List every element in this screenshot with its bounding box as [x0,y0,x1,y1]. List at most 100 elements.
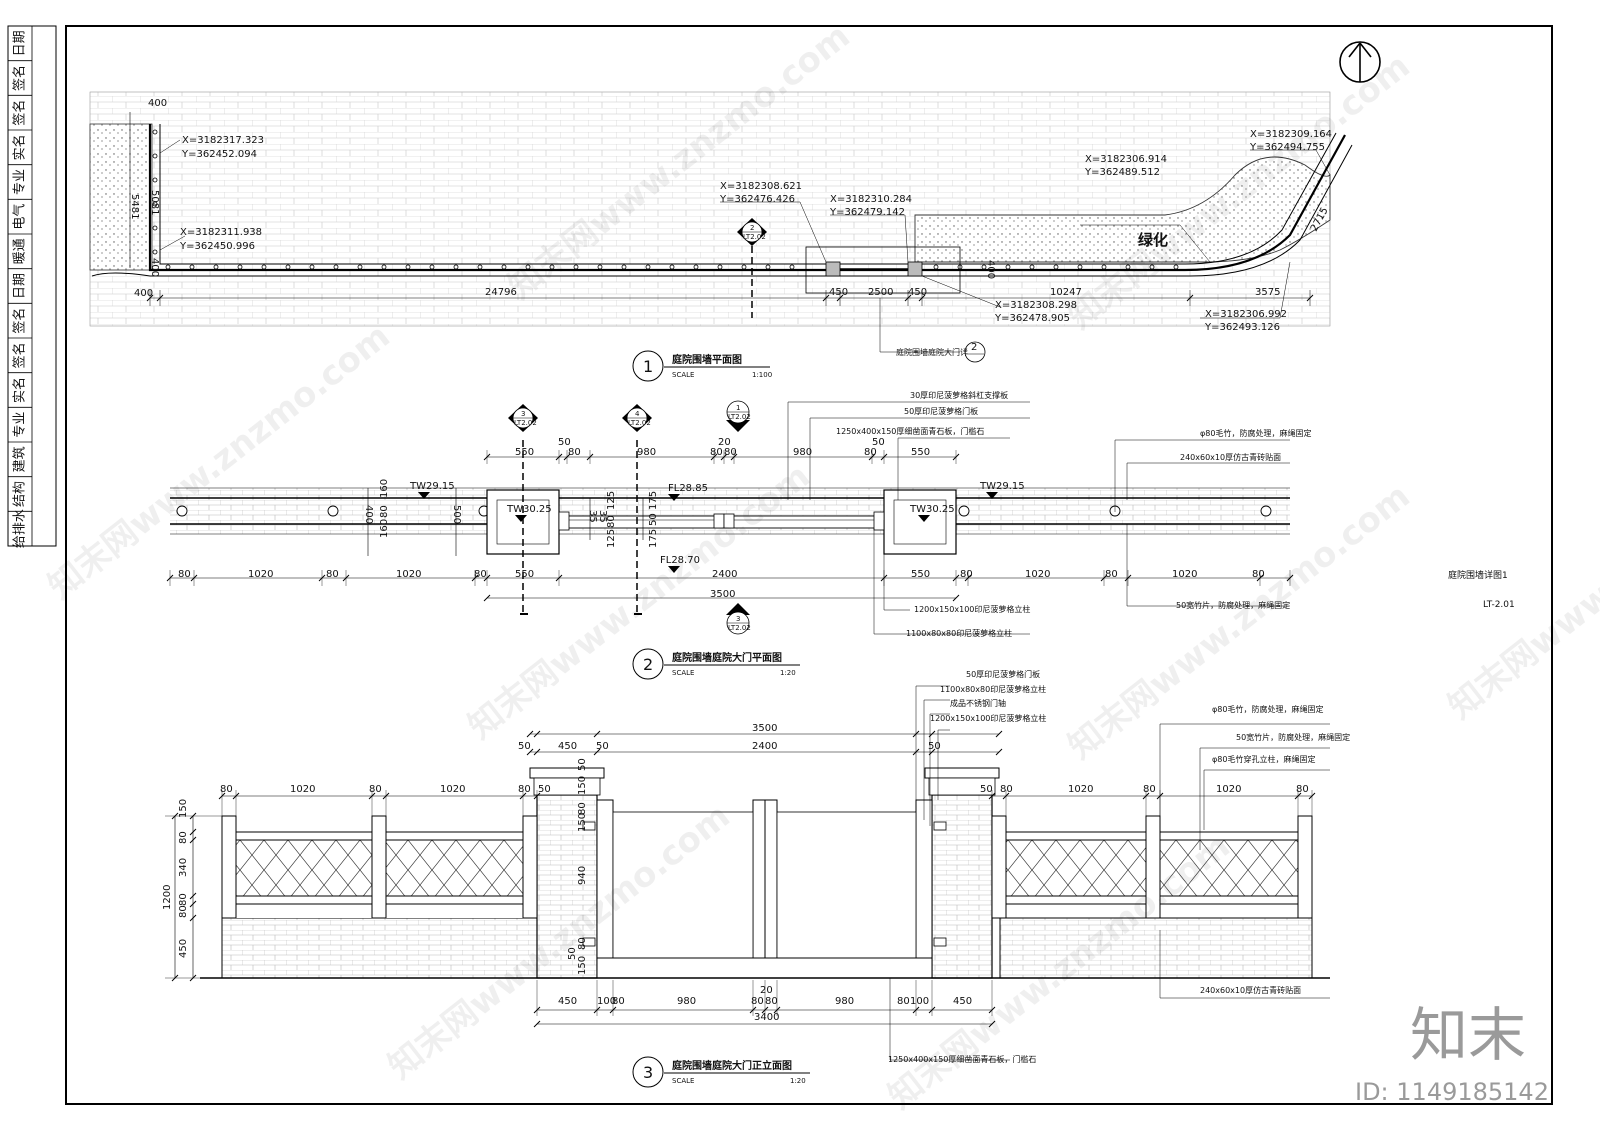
svg-text:80: 80 [220,784,233,795]
sidebar-label: 专业 [13,412,28,438]
elev3-notes: 50厚印尼菠萝格门板 1100x80x80印尼菠萝格立柱 成品不锈钢门轴 120… [888,669,1350,1064]
fence-post [933,264,939,270]
fence-post [189,264,195,270]
fence-post [237,264,243,270]
svg-text:LT2.02: LT2.02 [728,413,751,421]
sheet-border [65,25,1553,1105]
plan2-notes: 30厚印尼菠萝格斜杠支撑板 50厚印尼菠萝格门板 1250x400x150厚细凿… [836,390,1311,638]
svg-text:80: 80 [897,996,910,1007]
fence-post [1125,264,1131,270]
fence-post [1173,264,1179,270]
coord-x: X=3182306.992 [1205,309,1287,320]
svg-text:3575: 3575 [1255,287,1280,298]
coord-x: X=3182309.164 [1250,129,1332,140]
svg-text:50: 50 [538,784,551,795]
fence-post [693,264,699,270]
svg-text:80: 80 [178,893,189,906]
svg-text:400: 400 [149,258,160,277]
fence-post [213,264,219,270]
svg-text:1100x80x80印尼菠萝格立柱: 1100x80x80印尼菠萝格立柱 [940,684,1046,694]
svg-text:100: 100 [597,996,616,1007]
bamboo-post [176,505,188,517]
svg-text:1200x150x100印尼菠萝格立柱: 1200x150x100印尼菠萝格立柱 [914,604,1030,614]
svg-text:80: 80 [178,569,191,580]
plan2-section-markers: 3 LT2.02 4 LT2.02 1 LT2.02 3 LT2.02 [508,400,751,635]
coord-y: Y=362479.142 [829,207,905,218]
watermark-id: ID: 1149185142 [1355,1078,1549,1106]
svg-text:50宽竹片，防腐处理，麻绳固定: 50宽竹片，防腐处理，麻绳固定 [1236,732,1350,742]
svg-text:1020: 1020 [290,784,315,795]
svg-text:2400: 2400 [712,569,737,580]
fence-post [152,177,158,183]
svg-text:150: 150 [577,776,588,795]
svg-text:175: 175 [648,491,659,510]
fence-post [165,264,171,270]
svg-text:TW30.25: TW30.25 [909,504,955,515]
svg-text:5081: 5081 [149,190,160,215]
watermark-logo: 知末 [1410,1001,1526,1069]
plan2-title-block: 2 庭院围墙庭院大门平面图 SCALE 1:20 [632,648,800,680]
svg-text:450: 450 [829,287,848,298]
fence-post [501,264,507,270]
elev3-title-block: 3 庭院围墙庭院大门正立面图 SCALE 1:20 [632,1056,810,1088]
fence-post [669,264,675,270]
svg-text:成品不锈钢门轴: 成品不锈钢门轴 [950,698,1006,708]
svg-text:1100x80x80印尼菠萝格立柱: 1100x80x80印尼菠萝格立柱 [906,628,1012,638]
svg-text:50: 50 [928,741,941,752]
svg-text:80: 80 [1252,569,1265,580]
svg-text:980: 980 [793,447,812,458]
svg-text:φ80毛竹穿孔立柱，麻绳固定: φ80毛竹穿孔立柱，麻绳固定 [1212,754,1315,764]
svg-text:庭院围墙庭院大门平面图: 庭院围墙庭院大门平面图 [672,651,782,664]
svg-text:1020: 1020 [1068,784,1093,795]
svg-text:1:100: 1:100 [752,371,772,379]
coord-y: Y=362452.094 [181,149,257,160]
fence-post [152,249,158,255]
svg-text:500: 500 [451,505,462,524]
fence-post [765,264,771,270]
svg-text:SCALE: SCALE [672,371,694,379]
svg-text:1200: 1200 [162,885,173,910]
svg-text:550: 550 [515,569,534,580]
svg-text:980: 980 [637,447,656,458]
coord-y: Y=362489.512 [1084,167,1160,178]
sidebar-label: 给排水 [13,509,28,548]
svg-text:TW29.15: TW29.15 [409,481,455,492]
svg-text:150: 150 [577,956,588,975]
svg-text:160: 160 [379,519,390,538]
sidebar-label: 建筑 [12,446,28,472]
svg-text:50: 50 [980,784,993,795]
svg-text:1200x150x100印尼菠萝格立柱: 1200x150x100印尼菠萝格立柱 [930,713,1046,723]
section-marker: 2 LT2.02 [737,218,767,246]
svg-text:φ80毛竹，防腐处理，麻绳固定: φ80毛竹，防腐处理，麻绳固定 [1200,428,1311,438]
svg-text:160: 160 [379,479,390,498]
plan-1 [89,91,1353,353]
sidebar-label: 暖通 [13,238,28,264]
fence-post [453,264,459,270]
svg-text:FL28.70: FL28.70 [660,555,700,566]
svg-text:175: 175 [648,529,659,548]
svg-text:1: 1 [643,357,653,376]
elev3-dimensions: 3500 50 450 50 2400 50 80 1020 80 1020 8… [162,723,1309,1023]
fence-post [573,264,579,270]
svg-text:80: 80 [864,447,877,458]
svg-text:450: 450 [558,996,577,1007]
sidebar-label: 签名 [12,308,28,334]
svg-text:1:20: 1:20 [780,669,796,677]
svg-text:450: 450 [953,996,972,1007]
svg-text:80: 80 [765,996,778,1007]
svg-text:20: 20 [760,985,773,996]
svg-text:3500: 3500 [752,723,777,734]
svg-text:LT2.02: LT2.02 [743,233,766,241]
svg-text:10247: 10247 [1050,287,1082,298]
plan1-title-block: 1 庭院围墙平面图 SCALE 1:100 [632,350,772,382]
sidebar-label: 实名 [12,134,28,160]
coord-x: X=3182306.914 [1085,154,1167,165]
svg-text:φ80毛竹，防腐处理，麻绳固定: φ80毛竹，防腐处理，麻绳固定 [1212,704,1323,714]
plan1-dimensions: 400 5081 5481 400 400 24796 450 2500 450… [129,98,1331,299]
svg-text:1020: 1020 [1216,784,1241,795]
svg-text:2400: 2400 [752,741,777,752]
svg-text:80: 80 [577,802,588,815]
svg-text:940: 940 [577,866,588,885]
svg-text:2: 2 [643,655,653,674]
fence-post [621,264,627,270]
